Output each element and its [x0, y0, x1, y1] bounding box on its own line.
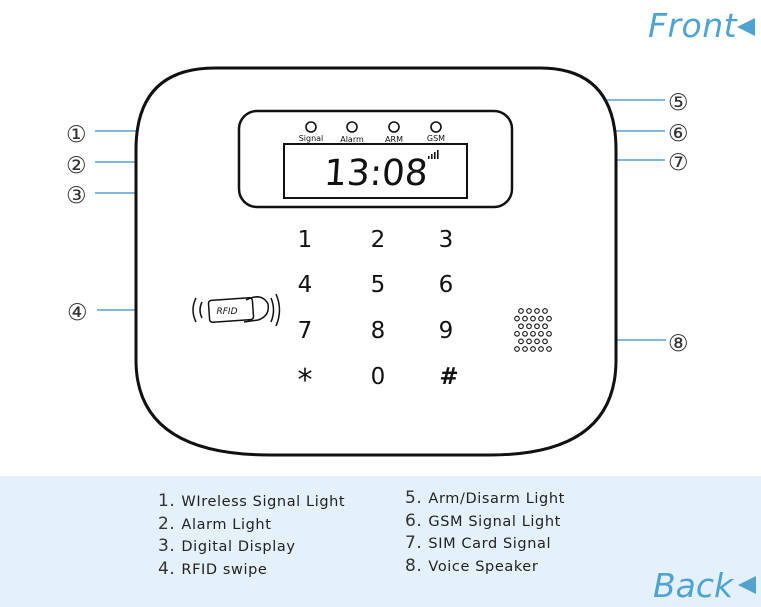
legend-number: 8. [405, 555, 423, 576]
signal-led-icon [305, 121, 317, 133]
legend-column-left: 1. WIreless Signal Light 2. Alarm Light 3.… [158, 491, 345, 581]
key-3[interactable]: 3 [439, 227, 454, 253]
legend-label: WIreless Signal Light [181, 494, 346, 510]
legend-number: 5. [405, 488, 423, 508]
speaker-hole [518, 308, 524, 314]
legend-item: 3. Digital Display [158, 536, 345, 559]
indicator-labels: Signal Alarm ARM GSM [299, 134, 445, 144]
speaker-hole [514, 315, 520, 322]
speaker-grille-icon [514, 308, 552, 352]
key-8[interactable]: 8 [371, 318, 386, 344]
legend-number: 3. [158, 536, 176, 556]
legend-item: 1. WIreless Signal Light [158, 491, 345, 514]
speaker-hole [538, 315, 544, 322]
legend-item: 5. Arm/Disarm Light [405, 488, 565, 511]
callout-4: ④ [67, 300, 88, 326]
speaker-hole [534, 308, 540, 314]
speaker-hole [514, 330, 520, 337]
key-7[interactable]: 7 [298, 318, 313, 344]
callout-6: ⑥ [668, 121, 689, 147]
legend-column-right: 5. Arm/Disarm Light 6. GSM Signal Light 7.… [405, 488, 565, 578]
speaker-hole [526, 308, 532, 314]
speaker-hole [530, 346, 536, 352]
back-label: Back [653, 566, 734, 605]
speaker-hole [542, 323, 548, 330]
legend-item: 7. SIM Card Signal [405, 533, 565, 556]
indicator-label-signal: Signal [299, 134, 324, 143]
callout-1: ① [66, 122, 87, 148]
key-0[interactable]: 0 [371, 364, 386, 390]
legend-number: 1. [158, 491, 176, 511]
indicator-label-gsm: GSM [427, 134, 445, 143]
key-hash[interactable]: # [439, 364, 458, 390]
back-arrow-icon [738, 576, 756, 594]
rfid-label: RFID [216, 307, 237, 317]
speaker-hole [522, 330, 528, 337]
indicator-label-alarm: Alarm [340, 135, 364, 144]
key-star[interactable]: * [298, 363, 313, 398]
speaker-hole [538, 330, 544, 337]
speaker-hole [530, 330, 536, 337]
key-9[interactable]: 9 [439, 318, 454, 344]
legend-label: SIM Card Signal [428, 536, 552, 552]
speaker-hole [542, 338, 548, 345]
gsm-led-icon [430, 121, 442, 133]
speaker-hole [522, 315, 528, 322]
speaker-hole [526, 338, 532, 345]
arm-led-icon [388, 121, 400, 133]
callout-numbers: ① ② ③ ④ ⑤ ⑥ ⑦ ⑧ [66, 90, 689, 357]
legend-label: Arm/Disarm Light [428, 491, 565, 507]
speaker-hole [526, 323, 532, 330]
speaker-hole [538, 346, 544, 352]
legend-number: 2. [158, 513, 176, 534]
legend-label: GSM Signal Light [428, 513, 561, 530]
device-diagram: ① ② ③ ④ ⑤ ⑥ ⑦ ⑧ Signal Alarm ARM GSM 13:… [66, 66, 689, 457]
speaker-hole [514, 346, 520, 352]
front-arrow-icon [737, 18, 755, 36]
callout-8: ⑧ [668, 331, 689, 357]
key-1[interactable]: 1 [298, 227, 313, 253]
legend-item: 4. RFID swipe [158, 559, 345, 582]
indicator-label-arm: ARM [385, 135, 403, 144]
legend-label: Voice Speaker [428, 558, 539, 575]
speaker-hole [546, 315, 552, 322]
legend-number: 4. [158, 558, 176, 579]
speaker-hole [542, 308, 548, 314]
legend-label: RFID swipe [181, 561, 268, 578]
speaker-hole [534, 323, 540, 330]
front-label: Front [648, 6, 738, 45]
speaker-hole [522, 346, 528, 352]
legend-number: 6. [405, 510, 423, 531]
digital-display [283, 143, 468, 199]
callout-5: ⑤ [668, 90, 689, 116]
speaker-hole [546, 346, 552, 352]
callout-7: ⑦ [668, 150, 689, 176]
legend-label: Digital Display [181, 539, 296, 555]
speaker-hole [546, 330, 552, 337]
legend-item: 8. Voice Speaker [405, 556, 565, 579]
callout-3: ③ [66, 183, 87, 209]
speaker-hole [530, 315, 536, 322]
sim-signal-icon [428, 150, 439, 159]
legend-label: Alarm Light [181, 516, 272, 533]
legend-item: 2. Alarm Light [158, 514, 345, 537]
legend-item: 6. GSM Signal Light [405, 511, 565, 534]
legend-number: 7. [405, 533, 423, 553]
key-2[interactable]: 2 [371, 227, 386, 253]
speaker-hole [518, 338, 524, 345]
key-4[interactable]: 4 [298, 272, 313, 298]
callout-2: ② [66, 153, 87, 179]
legend-panel: 1. WIreless Signal Light 2. Alarm Light 3.… [0, 476, 761, 607]
rfid-swipe-icon [192, 293, 281, 327]
indicator-leds [305, 121, 442, 133]
speaker-hole [534, 338, 540, 345]
display-time: 13:08 [323, 153, 430, 194]
key-6[interactable]: 6 [439, 272, 454, 298]
alarm-led-icon [346, 121, 358, 133]
key-5[interactable]: 5 [371, 272, 386, 298]
speaker-hole [518, 323, 524, 330]
keypad: 1 2 3 4 5 6 7 8 9 * 0 # [298, 227, 459, 398]
